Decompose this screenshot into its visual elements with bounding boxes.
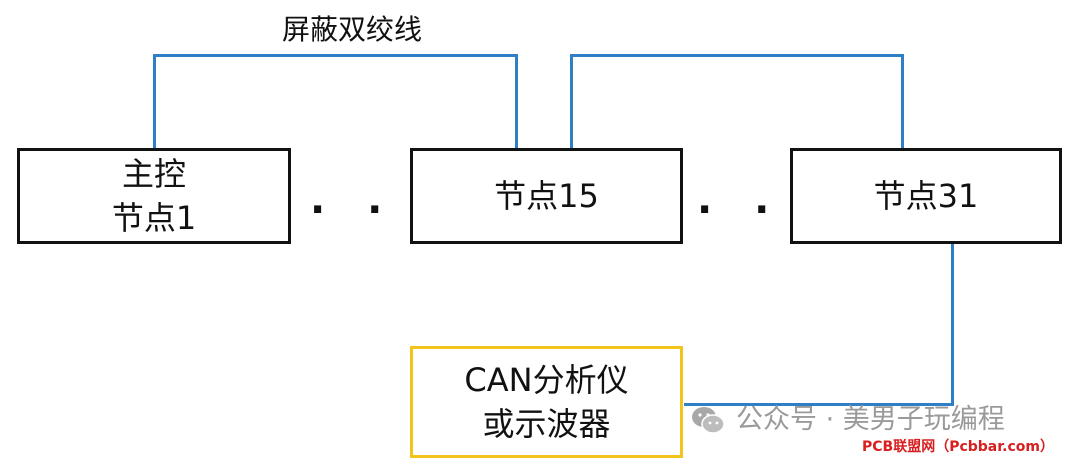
watermark-text: 公众号 · 美男子玩编程: [736, 404, 1005, 435]
wire-master-up: [153, 54, 156, 150]
wire-node15-left-up: [515, 54, 518, 150]
node-master-line1: 主控: [121, 155, 186, 193]
node-master: 主控 节点1: [17, 148, 291, 244]
node-15-label: 节点15: [494, 177, 599, 215]
node-analyzer: CAN分析仪 或示波器: [410, 346, 683, 458]
node-31-label: 节点31: [873, 177, 979, 215]
node-15: 节点15: [410, 148, 683, 244]
node-master-line2: 节点1: [111, 199, 197, 237]
watermark: 公众号 · 美男子玩编程: [690, 402, 1005, 438]
wechat-icon: [692, 407, 725, 434]
node-analyzer-line1: CAN分析仪: [464, 361, 629, 399]
wire-bottom: [684, 403, 954, 406]
wire-node15-right-up: [570, 54, 573, 150]
credit-text: PCB联盟网（Pcbbar.com）: [862, 439, 1054, 455]
wire-top-left: [153, 54, 518, 57]
wire-top-right: [570, 54, 904, 57]
cable-label: 屏蔽双绞线: [282, 13, 423, 46]
node-31: 节点31: [790, 148, 1062, 244]
wire-node31-up: [901, 54, 904, 150]
wire-node31-down: [951, 244, 954, 406]
node-analyzer-line2: 或示波器: [482, 405, 611, 443]
